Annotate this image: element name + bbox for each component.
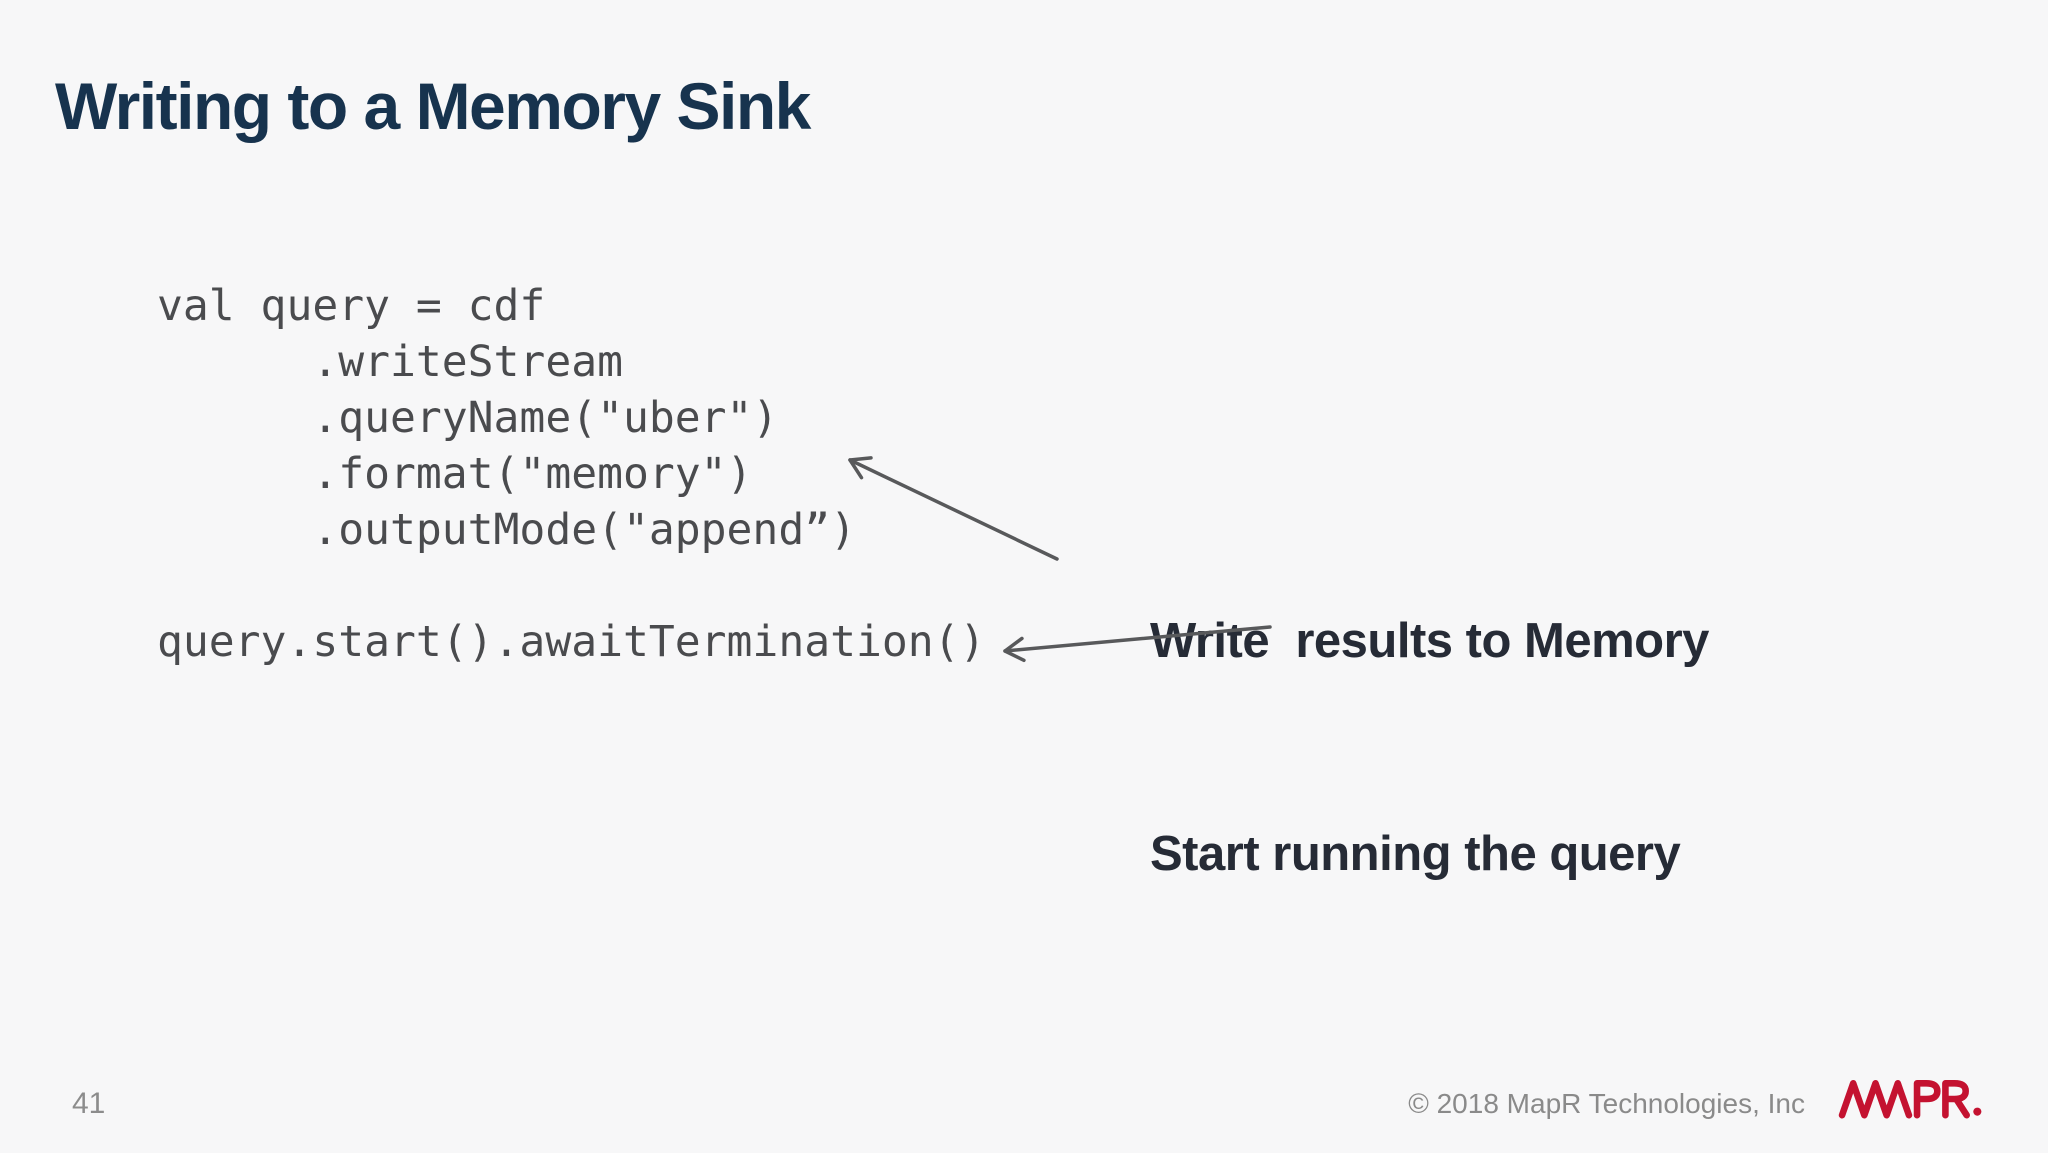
copyright-text: © 2018 MapR Technologies, Inc (1408, 1088, 1805, 1119)
annotation-text: Write results to Memory Start running th… (1150, 464, 1709, 1032)
code-block: val query = cdf .writeStream .queryName(… (157, 281, 986, 667)
mapr-logo-icon (1838, 1080, 1982, 1119)
page-title: Writing to a Memory Sink (55, 69, 811, 143)
annotation-line-1: Write results to Memory (1150, 614, 1709, 668)
annotation-line-2: Start running the query (1150, 827, 1681, 881)
page-number: 41 (72, 1087, 106, 1120)
